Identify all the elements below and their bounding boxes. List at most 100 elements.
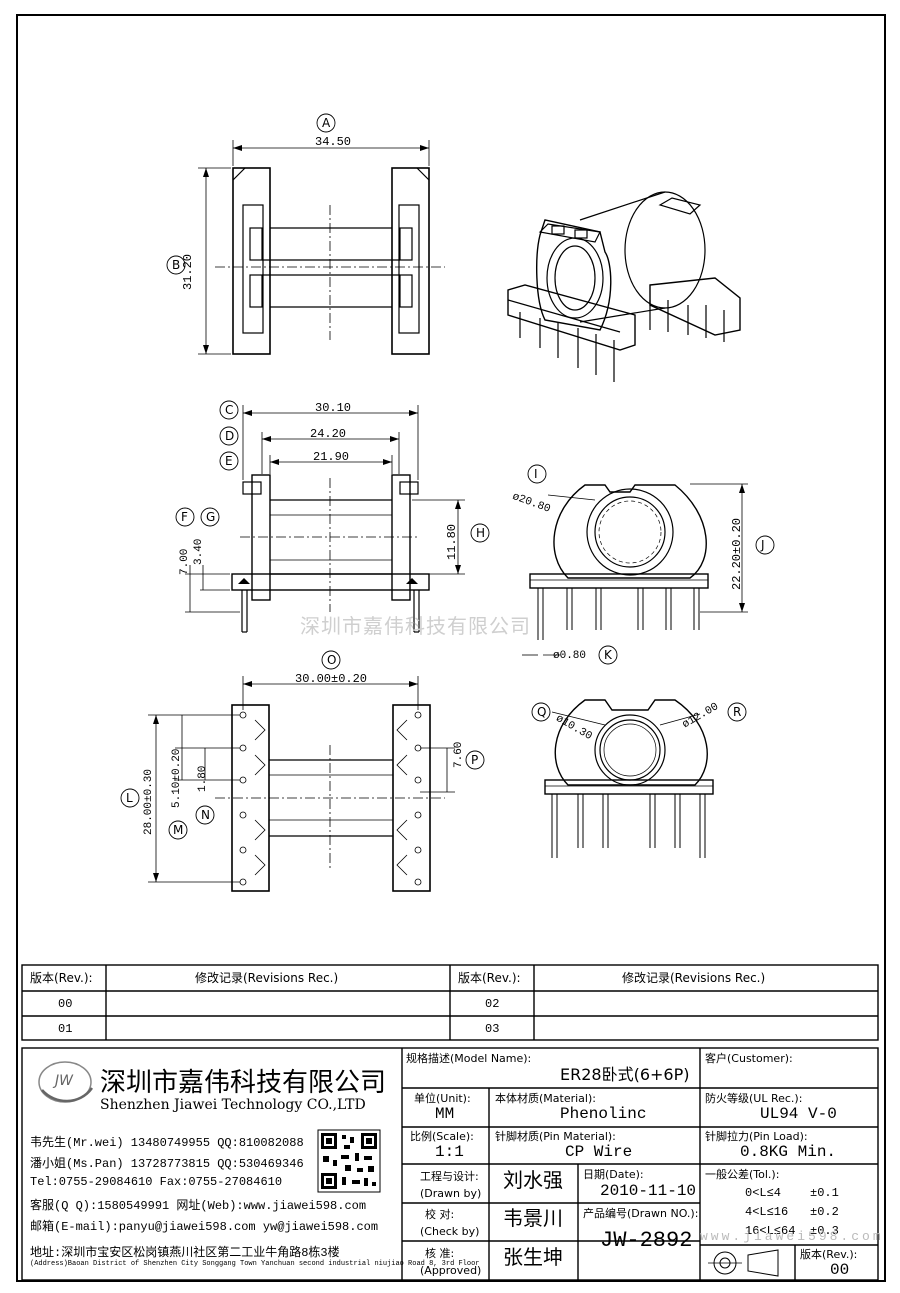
drawn-value: 刘水强 bbox=[503, 1168, 563, 1192]
drawn-no-label: 产品编号(Drawn NO.): bbox=[583, 1207, 699, 1220]
badge-g: G bbox=[206, 510, 216, 524]
dim-e-value: 21.90 bbox=[313, 450, 350, 464]
dim-o-value: 30.00±0.20 bbox=[295, 672, 368, 686]
address-cn: 地址:深圳市宝安区松岗镇燕川社区第二工业牛角路8栋3楼 bbox=[30, 1246, 340, 1260]
rev-label: 版本(Rev.): bbox=[800, 1248, 858, 1261]
revision-table-lines bbox=[21, 964, 879, 1041]
material-label: 本体材质(Material): bbox=[495, 1092, 596, 1105]
model-value: ER28卧式(6+6P) bbox=[560, 1065, 690, 1084]
dim-h-value: 11.80 bbox=[445, 523, 459, 560]
dim-f-value: 7.00 bbox=[179, 548, 191, 575]
rev-row-03: 03 bbox=[485, 1022, 500, 1036]
model-label: 规格描述(Model Name): bbox=[406, 1052, 532, 1065]
ul-label: 防火等级(UL Rec.): bbox=[705, 1092, 803, 1105]
check-value: 韦景川 bbox=[503, 1206, 563, 1230]
dim-l-value: 28.00±0.30 bbox=[143, 768, 155, 835]
dim-b-value: 31.20 bbox=[181, 253, 195, 290]
check-label-cn: 校 对: bbox=[425, 1208, 455, 1221]
badge-c: C bbox=[225, 403, 234, 417]
badge-b: B bbox=[172, 258, 181, 272]
contact-wei: 韦先生(Mr.wei) 13480749955 QQ:810082088 bbox=[30, 1136, 304, 1150]
side-view bbox=[185, 405, 465, 633]
tol-label: 一般公差(Tol.): bbox=[705, 1168, 780, 1181]
dim-m-value: 5.10±0.20 bbox=[171, 748, 183, 808]
bottom-view bbox=[148, 676, 455, 892]
dim-g-value: 3.40 bbox=[193, 538, 205, 565]
badge-e: E bbox=[225, 454, 233, 468]
ul-value: UL94 V-0 bbox=[760, 1105, 837, 1123]
badge-a: A bbox=[322, 116, 331, 130]
dim-n-value: 1.80 bbox=[197, 765, 209, 792]
site-watermark: www.jiawei598.com bbox=[700, 1229, 884, 1244]
drawing-frame bbox=[16, 14, 886, 1282]
tol-value-2: ±0.2 bbox=[810, 1205, 839, 1219]
rev-header-left: 版本(Rev.): bbox=[30, 971, 93, 985]
tol-range-2: 4<L≤16 bbox=[745, 1205, 789, 1219]
scale-label: 比例(Scale): bbox=[410, 1130, 474, 1143]
badge-h: H bbox=[476, 526, 486, 540]
badge-f: F bbox=[181, 510, 188, 524]
title-block-lines bbox=[21, 1047, 879, 1281]
badge-i: I bbox=[534, 467, 538, 481]
watermark: 深圳市嘉伟科技有限公司 bbox=[300, 614, 531, 638]
customer-label: 客户(Customer): bbox=[705, 1052, 793, 1065]
drawn-label-en: (Drawn by) bbox=[420, 1187, 482, 1200]
badge-o: O bbox=[327, 653, 337, 667]
contact-tel: Tel:0755-29084610 Fax:0755-27084610 bbox=[30, 1175, 283, 1189]
contact-email: 邮箱(E-mail):panyu@jiawei598.com yw@jiawei… bbox=[30, 1220, 379, 1234]
unit-value: MM bbox=[435, 1105, 455, 1123]
material-value: Phenolinc bbox=[560, 1105, 647, 1123]
date-value: 2010-11-10 bbox=[600, 1182, 697, 1200]
top-view bbox=[198, 140, 445, 355]
rec-header-left: 修改记录(Revisions Rec.) bbox=[195, 971, 339, 985]
tol-range-3: 16<L≤64 bbox=[745, 1224, 796, 1238]
pin-load-value: 0.8KG Min. bbox=[740, 1143, 837, 1161]
dim-a-value: 34.50 bbox=[315, 135, 352, 149]
tol-value-1: ±0.1 bbox=[810, 1186, 839, 1200]
dim-d-value: 24.20 bbox=[310, 427, 347, 441]
rev-row-00: 00 bbox=[58, 997, 73, 1011]
logo-text: JW bbox=[55, 1073, 73, 1089]
company-logo bbox=[38, 1061, 94, 1103]
rev-row-02: 02 bbox=[485, 997, 500, 1011]
check-label-en: (Check by) bbox=[420, 1225, 480, 1238]
rec-header-right: 修改记录(Revisions Rec.) bbox=[622, 971, 766, 985]
address-en: (Address)Baoan District of Shenzhen City… bbox=[30, 1260, 480, 1268]
dim-p-value: 7.60 bbox=[453, 741, 465, 768]
front-view bbox=[522, 483, 748, 656]
dim-c-value: 30.10 bbox=[315, 401, 352, 415]
isometric-view bbox=[507, 191, 741, 382]
company-name-cn: 深圳市嘉伟科技有限公司 bbox=[100, 1068, 387, 1098]
company-name-en: Shenzhen Jiawei Technology CO.,LTD bbox=[100, 1097, 366, 1113]
contact-pan: 潘小姐(Ms.Pan) 13728773815 QQ:530469346 bbox=[30, 1157, 304, 1171]
approved-value: 张生坤 bbox=[503, 1245, 563, 1269]
approved-label-en: (Approved) bbox=[420, 1264, 482, 1277]
dim-k-value: ø0.80 bbox=[553, 650, 587, 662]
contact-web: 客服(Q Q):1580549991 网址(Web):www.jiawei598… bbox=[30, 1199, 367, 1213]
qr-code bbox=[317, 1129, 381, 1193]
approved-label-cn: 核 准: bbox=[425, 1247, 455, 1260]
rev-value: 00 bbox=[830, 1261, 850, 1279]
unit-label: 单位(Unit): bbox=[414, 1092, 471, 1105]
badge-r: R bbox=[733, 705, 742, 719]
rev-header-right: 版本(Rev.): bbox=[458, 971, 521, 985]
tol-range-1: 0<L≤4 bbox=[745, 1186, 782, 1200]
pin-material-label: 针脚材质(Pin Material): bbox=[495, 1130, 616, 1143]
pin-load-label: 针脚拉力(Pin Load): bbox=[705, 1130, 808, 1143]
date-label: 日期(Date): bbox=[583, 1168, 644, 1181]
front-view-2 bbox=[544, 699, 714, 858]
dim-j-value: 22.20±0.20 bbox=[730, 517, 744, 590]
dimension-badges bbox=[120, 113, 775, 840]
badge-j: J bbox=[761, 538, 765, 552]
pin-material-value: CP Wire bbox=[565, 1143, 633, 1161]
badge-d: D bbox=[225, 429, 235, 443]
badge-m: M bbox=[173, 823, 184, 837]
badge-n: N bbox=[201, 808, 210, 822]
drawn-no-value: JW-2892 bbox=[600, 1228, 693, 1253]
rev-row-01: 01 bbox=[58, 1022, 73, 1036]
drawn-label-cn: 工程与设计: bbox=[420, 1170, 479, 1183]
scale-value: 1:1 bbox=[435, 1143, 464, 1161]
badge-k: K bbox=[604, 648, 612, 662]
badge-q: Q bbox=[537, 705, 547, 719]
